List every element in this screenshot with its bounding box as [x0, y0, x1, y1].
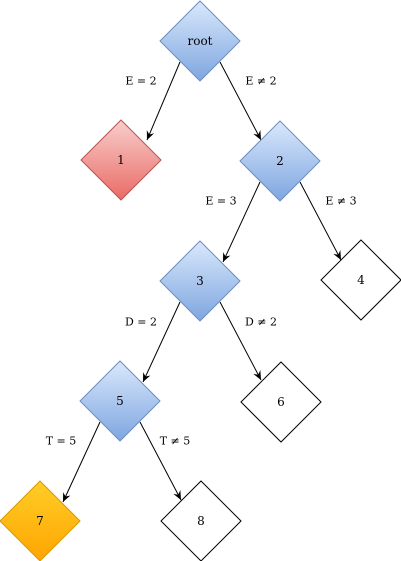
node-3: 3 — [159, 240, 241, 322]
node-6-label: 6 — [277, 395, 285, 409]
node-8-label: 8 — [197, 514, 205, 528]
edge-5-to-8: T ≠ 5 — [139, 421, 191, 501]
edge-label: D = 2 — [125, 316, 157, 329]
edge-2-to-3: E = 3 — [205, 181, 261, 263]
node-8: 8 — [160, 480, 242, 561]
node-1-diamond — [80, 119, 162, 201]
edge-root-to-2: E ≠ 2 — [219, 61, 277, 141]
node-1: 1 — [80, 119, 162, 201]
edge-label: E = 2 — [125, 75, 156, 88]
node-root-diamond — [159, 0, 241, 82]
node-2-label: 2 — [276, 154, 284, 168]
edge-3-to-6: D ≠ 2 — [219, 301, 277, 381]
edge-line — [62, 421, 101, 503]
node-4-diamond — [320, 239, 401, 321]
node-5-label: 5 — [116, 394, 124, 408]
edge-line — [142, 301, 181, 383]
edge-line — [299, 181, 342, 261]
edge-3-to-5: D = 2 — [125, 301, 181, 383]
node-8-diamond — [160, 480, 242, 561]
edge-root-to-1: E = 2 — [125, 61, 181, 141]
node-root-label: root — [187, 34, 212, 48]
node-4: 4 — [320, 239, 401, 321]
node-6: 6 — [240, 361, 322, 443]
node-5: 5 — [79, 360, 161, 442]
edge-line — [139, 421, 182, 501]
edge-label: D ≠ 2 — [245, 316, 277, 329]
edge-label: T ≠ 5 — [160, 435, 191, 448]
node-2-diamond — [239, 120, 321, 202]
node-7-label: 7 — [36, 514, 44, 528]
node-5-diamond — [79, 360, 161, 442]
node-7-diamond — [0, 480, 81, 561]
edge-label: E ≠ 3 — [325, 195, 356, 208]
edge-line — [222, 181, 261, 263]
edge-line — [146, 61, 181, 141]
node-3-diamond — [159, 240, 241, 322]
edge-line — [219, 301, 262, 381]
node-2: 2 — [239, 120, 321, 202]
node-6-diamond — [240, 361, 322, 443]
edge-5-to-7: T = 5 — [46, 421, 101, 503]
node-7: 7 — [0, 480, 81, 561]
edge-label: E = 3 — [205, 195, 236, 208]
edges-group: E = 2 E ≠ 2 E = 3 E ≠ 3 D = 2 D ≠ 2 T = … — [46, 61, 357, 503]
node-root: root — [159, 0, 241, 82]
edge-label: E ≠ 2 — [245, 75, 276, 88]
node-4-label: 4 — [357, 273, 365, 287]
node-1-label: 1 — [117, 153, 125, 167]
edge-line — [219, 61, 262, 141]
node-3-label: 3 — [196, 274, 204, 288]
edge-2-to-4: E ≠ 3 — [299, 181, 357, 261]
edge-label: T = 5 — [46, 435, 77, 448]
